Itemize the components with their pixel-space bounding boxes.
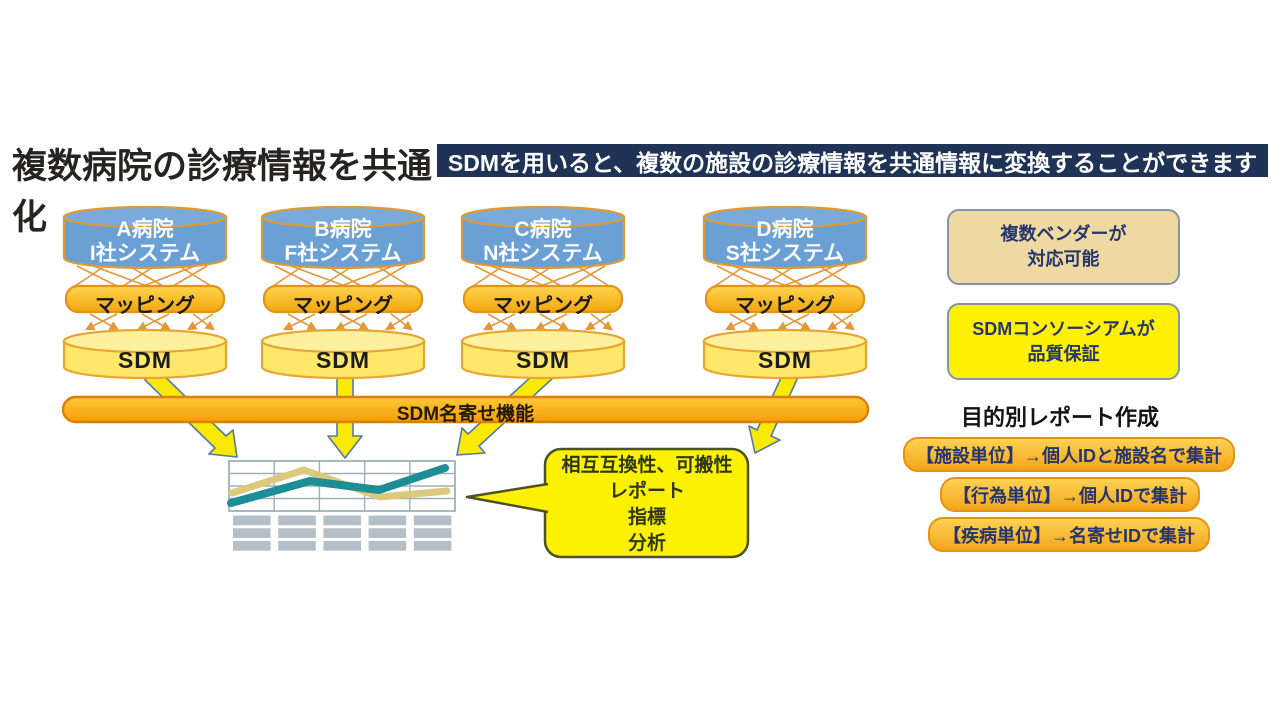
- sdm-label-b: SDM: [315, 347, 371, 373]
- hospital-a-name: A病院 I社システム: [89, 218, 201, 265]
- sdm-label-c: SDM: [515, 347, 571, 373]
- hospital-b-labels: B病院 F社システム マッピング SDM: [262, 0, 424, 400]
- mapping-label-b: マッピング: [293, 295, 393, 317]
- reports-heading: 目的別レポート作成: [960, 405, 1159, 430]
- table-block: [368, 515, 407, 526]
- table-block: [368, 540, 407, 551]
- chart-line-teal: [227, 464, 449, 507]
- hospital-d-name: D病院 S社システム: [725, 218, 845, 265]
- sdm-merge-bar-label: SDM名寄せ機能: [396, 404, 535, 425]
- table-block: [323, 515, 361, 526]
- hospital-c-labels: C病院 N社システム マッピング SDM: [462, 0, 624, 400]
- hospital-c-name: C病院 N社システム: [483, 218, 603, 265]
- table-block: [368, 528, 407, 538]
- table-block: [413, 528, 452, 538]
- table-block: [413, 540, 452, 551]
- hospital-b-name: B病院 F社システム: [284, 218, 402, 265]
- report-callout-text: 相互互換性、可搬性 レポート 指標 分析: [561, 455, 733, 554]
- report-bar-facility: 【施設単位】→個人IDと施設名で集計: [903, 437, 1235, 472]
- benefit-box-vendors: 複数ベンダーが 対応可能: [947, 209, 1180, 285]
- table-block: [323, 528, 361, 538]
- mapping-label-a: マッピング: [95, 295, 195, 317]
- hospital-d-labels: D病院 S社システム マッピング SDM: [704, 0, 866, 400]
- table-block: [278, 528, 316, 538]
- report-bar-procedure: 【行為単位】→個人IDで集計: [940, 477, 1200, 512]
- page-title: 複数病院の診療情報を共通化: [12, 147, 433, 237]
- sdm-merge-bar: [61, 395, 870, 424]
- table-block: [233, 540, 271, 551]
- report-bar-disease: 【疾病単位】→名寄せIDで集計: [928, 517, 1210, 552]
- sdm-label-a: SDM: [117, 347, 173, 373]
- header-banner: SDMを用いると、複数の施設の診療情報を共通情報に変換することができます: [437, 144, 1268, 177]
- report-callout-bubble: [465, 447, 750, 559]
- table-block: [278, 515, 316, 526]
- table-block: [413, 515, 452, 526]
- mapping-label-d: マッピング: [735, 295, 835, 317]
- table-block: [233, 528, 271, 538]
- sdm-label-d: SDM: [757, 347, 813, 373]
- table-block: [323, 540, 361, 551]
- callout-tail: [467, 485, 548, 511]
- mapping-label-c: マッピング: [493, 295, 593, 317]
- table-block: [278, 540, 316, 551]
- hospital-a-labels: A病院 I社システム マッピング SDM: [64, 0, 226, 400]
- benefit-box-consortium: SDMコンソーシアムが 品質保証: [947, 303, 1180, 380]
- report-chart: [227, 460, 456, 551]
- table-block: [233, 515, 271, 526]
